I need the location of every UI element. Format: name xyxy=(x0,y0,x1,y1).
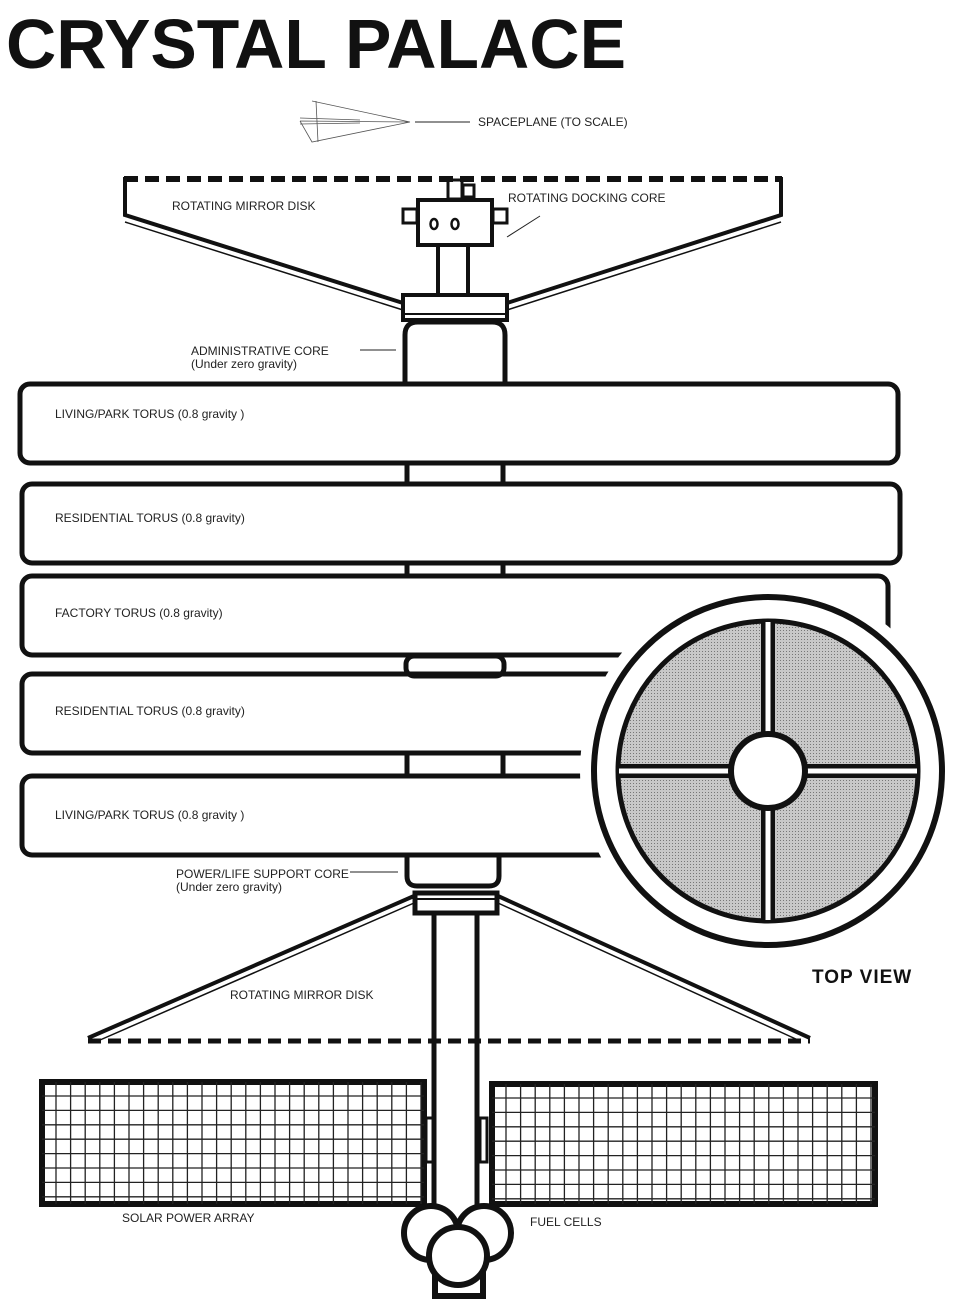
power-core-note: (Under zero gravity) xyxy=(176,880,282,894)
admin-core-label: ADMINISTRATIVE CORE xyxy=(191,344,329,358)
torus-label: LIVING/PARK TORUS (0.8 gravity ) xyxy=(55,808,244,822)
admin-core-note: (Under zero gravity) xyxy=(191,357,297,371)
fuel-cells-label: FUEL CELLS xyxy=(530,1215,602,1229)
core-connectors xyxy=(403,463,507,776)
top-view-label: TOP VIEW xyxy=(812,967,912,988)
bottom-mirror-disk xyxy=(87,890,811,1044)
bottom-mirror-label: ROTATING MIRROR DISK xyxy=(230,988,374,1002)
top-view-diagram xyxy=(580,583,956,959)
solar-grid-lines xyxy=(492,1084,875,1204)
spaceplane-label: SPACEPLANE (TO SCALE) xyxy=(478,115,628,129)
power-core xyxy=(404,855,502,889)
torus-factory: FACTORY TORUS (0.8 gravity) xyxy=(19,573,891,658)
solar-grid-lines xyxy=(42,1082,424,1204)
docking-leader xyxy=(506,215,541,238)
administrative-core xyxy=(402,319,508,385)
torus-label: FACTORY TORUS (0.8 gravity) xyxy=(55,606,223,620)
docking-core-label: ROTATING DOCKING CORE xyxy=(508,191,666,205)
central-shaft xyxy=(424,913,489,1212)
solar-panel-frame xyxy=(39,1079,427,1207)
fuel-cells xyxy=(401,1203,514,1299)
page-title: CRYSTAL PALACE xyxy=(6,5,626,83)
top-mirror-label: ROTATING MIRROR DISK xyxy=(172,199,316,213)
torus-label: RESIDENTIAL TORUS (0.8 gravity) xyxy=(55,511,245,525)
docking-core xyxy=(401,178,509,322)
solar-array-left xyxy=(39,1079,427,1207)
solar-label: SOLAR POWER ARRAY xyxy=(122,1211,254,1225)
spaceplane-icon xyxy=(299,100,411,143)
solar-array-right xyxy=(489,1081,878,1207)
torus-label: LIVING/PARK TORUS (0.8 gravity ) xyxy=(55,407,244,421)
top-mirror-disk xyxy=(123,176,783,311)
torus-residential-top: RESIDENTIAL TORUS (0.8 gravity) xyxy=(19,481,903,566)
power-core-label: POWER/LIFE SUPPORT CORE xyxy=(176,867,349,881)
torus-label: RESIDENTIAL TORUS (0.8 gravity) xyxy=(55,704,245,718)
torus-living-park-top: LIVING/PARK TORUS (0.8 gravity ) xyxy=(17,381,901,466)
